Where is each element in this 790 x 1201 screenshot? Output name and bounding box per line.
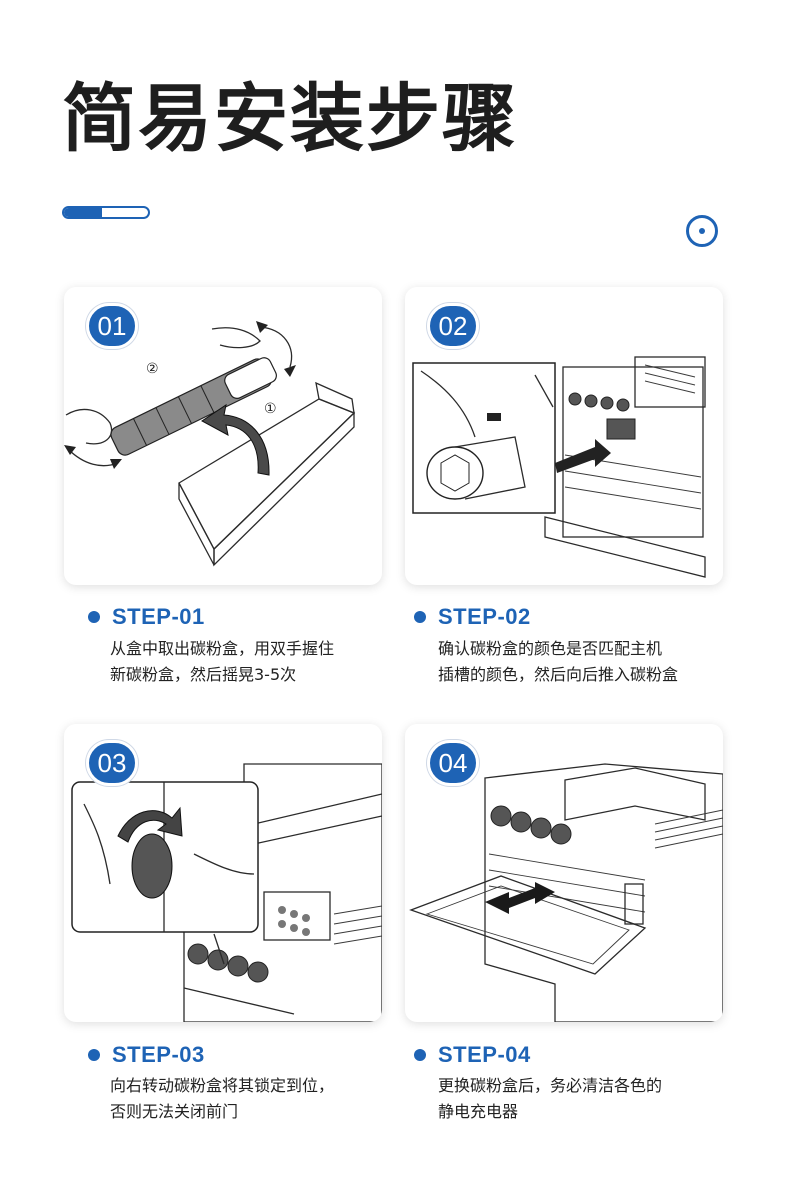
page-title: 简易安装步骤	[62, 76, 518, 162]
step-04-description: 更换碳粉盒后，务必清洁各色的 静电充电器	[438, 1073, 662, 1125]
step-02-badge: 02	[427, 303, 479, 349]
step-03-label: STEP-03	[112, 1042, 205, 1067]
step-04-badge: 04	[427, 740, 479, 786]
step-01-label: STEP-01	[112, 604, 205, 629]
step-04-label: STEP-04	[438, 1042, 531, 1067]
step-04-card: 04	[405, 724, 723, 1022]
step-02-illustration	[412, 356, 706, 578]
step-03-badge: 03	[86, 740, 138, 786]
step-02-line-2: 插槽的颜色，然后向后推入碳粉盒	[438, 665, 679, 684]
step-02-heading: STEP-02	[414, 604, 531, 630]
step-02-description: 确认碳粉盒的颜色是否匹配主机 插槽的颜色，然后向后推入碳粉盒	[438, 636, 678, 688]
progress-indicator	[62, 206, 150, 219]
step-01-badge: 01	[86, 303, 138, 349]
step-01-illustration: ② ①	[64, 321, 356, 567]
step-01-line-2: 新碳粉盒，然后摇晃3-5次	[110, 665, 297, 684]
step-03-line-2: 否则无法关闭前门	[110, 1102, 239, 1121]
step-03-illustration	[71, 763, 382, 1022]
step-01-bullet	[88, 611, 100, 623]
step-03-description: 向右转动碳粉盒将其锁定到位， 否则无法关闭前门	[110, 1073, 334, 1125]
step-02-line-1: 确认碳粉盒的颜色是否匹配主机	[438, 639, 663, 658]
marker-1: ①	[264, 401, 277, 417]
step-02-card: 02	[405, 287, 723, 585]
step-04-illustration	[409, 763, 723, 1022]
step-04-line-2: 静电充电器	[438, 1102, 519, 1121]
step-03-card: 03	[64, 724, 382, 1022]
step-02-bullet	[414, 611, 426, 623]
step-03-line-1: 向右转动碳粉盒将其锁定到位，	[110, 1076, 335, 1095]
step-03-heading: STEP-03	[88, 1042, 205, 1068]
step-01-card: 01 ② ①	[64, 287, 382, 585]
marker-2: ②	[146, 361, 159, 377]
step-04-bullet	[414, 1049, 426, 1061]
step-03-bullet	[88, 1049, 100, 1061]
step-04-line-1: 更换碳粉盒后，务必清洁各色的	[438, 1076, 663, 1095]
step-01-heading: STEP-01	[88, 604, 205, 630]
step-01-line-1: 从盒中取出碳粉盒，用双手握住	[110, 639, 335, 658]
circle-dot-icon	[686, 215, 718, 247]
step-04-heading: STEP-04	[414, 1042, 531, 1068]
step-02-label: STEP-02	[438, 604, 531, 629]
progress-fill	[64, 208, 102, 217]
step-01-description: 从盒中取出碳粉盒，用双手握住 新碳粉盒，然后摇晃3-5次	[110, 636, 334, 688]
